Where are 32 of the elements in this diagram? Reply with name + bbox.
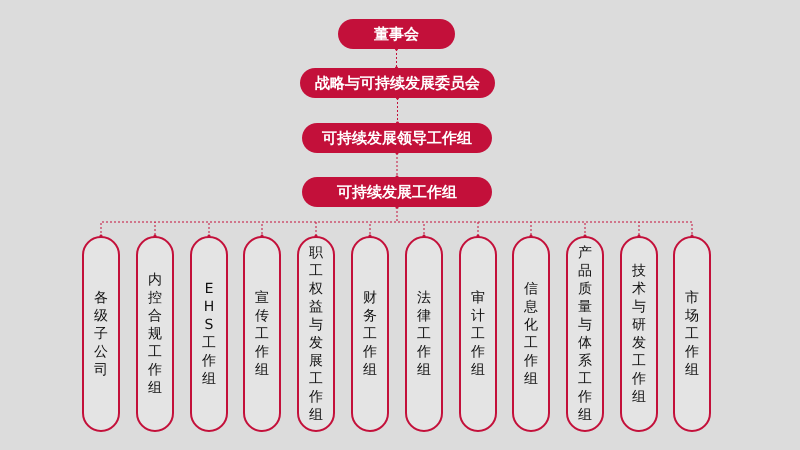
group-name: 财务工作组 — [362, 289, 378, 379]
group-pill — [512, 236, 550, 432]
group-pill — [82, 236, 120, 432]
committee-box: 可持续发展工作组 — [302, 177, 492, 207]
group-pill — [243, 236, 281, 432]
committee-box: 可持续发展领导工作组 — [302, 123, 492, 153]
group-pill — [459, 236, 497, 432]
group-name: 职工权益与发展工作组 — [308, 244, 324, 424]
group-pill — [620, 236, 658, 432]
group-name: 产品质量与体系工作组 — [577, 244, 593, 424]
connector-line — [396, 206, 694, 238]
group-name: 审计工作组 — [470, 289, 486, 379]
group-name: 信息化工作组 — [523, 280, 539, 388]
connector-line — [395, 48, 398, 70]
group-name: 宣传工作组 — [254, 289, 270, 379]
group-name: EHS工作组 — [201, 280, 217, 388]
group-pill — [136, 236, 174, 432]
connector-line — [396, 152, 398, 178]
group-pill — [190, 236, 228, 432]
group-name: 内控合规工作组 — [147, 271, 163, 397]
group-name: 市场工作组 — [684, 289, 700, 379]
group-name: 各级子公司 — [93, 289, 109, 379]
group-pill — [351, 236, 389, 432]
connector-line — [396, 96, 399, 124]
group-pill — [566, 236, 604, 432]
group-pill — [405, 236, 443, 432]
committee-box: 战略与可持续发展委员会 — [300, 68, 495, 98]
group-pill — [673, 236, 711, 432]
group-name: 法律工作组 — [416, 289, 432, 379]
group-name: 技术与研发工作组 — [631, 262, 647, 406]
group-pill — [297, 236, 335, 432]
committee-box: 董事会 — [338, 19, 455, 49]
